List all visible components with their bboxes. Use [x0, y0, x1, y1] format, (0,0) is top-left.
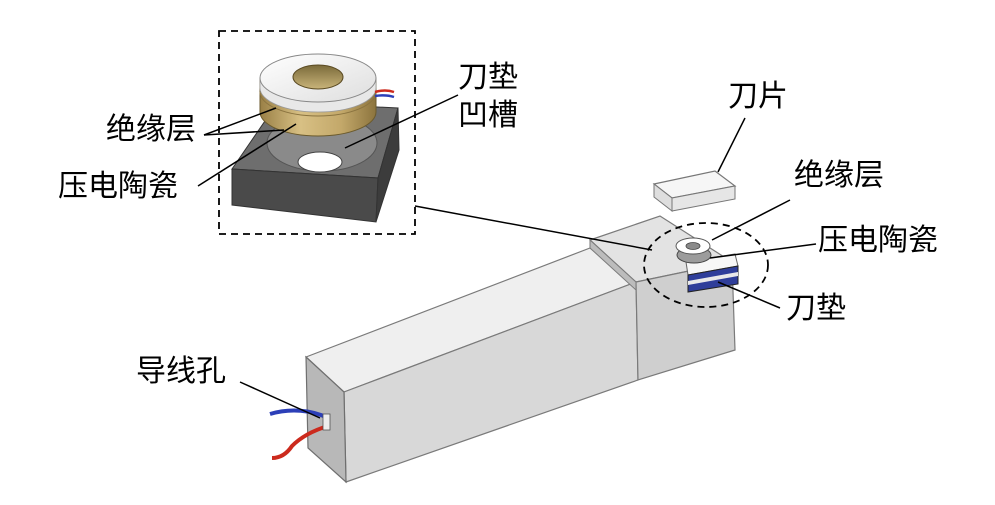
inset-wire-blue [374, 94, 395, 99]
inset-dashed-frame [218, 30, 416, 235]
leader-insulation [711, 199, 791, 241]
piezo-ring-hole [685, 242, 701, 250]
leader-inset-insulation-b [203, 129, 285, 136]
label-piezo: 压电陶瓷 [818, 223, 938, 258]
leader-shim [717, 281, 781, 309]
head-step [589, 238, 637, 292]
inset-shim-front [231, 168, 379, 223]
tool-holder [239, 117, 817, 484]
inset-ring-stack [259, 53, 395, 137]
label-wire-hole: 导线孔 [136, 354, 226, 389]
label-inset-groove-line1: 刀垫 [458, 60, 518, 95]
label-blade: 刀片 [728, 79, 788, 114]
leader-piezo [709, 243, 817, 259]
inset-shim-hole [297, 151, 343, 173]
detail-dashed-ellipse [643, 222, 769, 308]
leader-inset-insulation-a [203, 107, 277, 136]
shim-highlight [688, 272, 738, 285]
label-insulation: 绝缘层 [794, 158, 884, 193]
inset-shim [231, 101, 400, 223]
inset-detail [197, 30, 459, 235]
inset-connector-line [414, 205, 653, 251]
inset-ring-layer-line [259, 91, 377, 117]
leader-inset-groove [344, 94, 459, 149]
inset-ring-hole [292, 64, 344, 90]
wire-hole-marker [322, 413, 331, 431]
label-inset-piezo: 压电陶瓷 [58, 169, 178, 204]
label-inset-groove-line2: 凹槽 [458, 98, 518, 133]
inset-shim-side [375, 107, 400, 223]
label-inset-insulation: 绝缘层 [106, 112, 196, 147]
leader-wire-hole [239, 381, 321, 419]
leader-inset-piezo [197, 123, 297, 187]
leader-blade [717, 117, 746, 173]
wire-red [271, 424, 329, 460]
label-shim: 刀垫 [786, 291, 846, 326]
blade-side [671, 185, 736, 212]
inset-wire-red [374, 89, 395, 94]
